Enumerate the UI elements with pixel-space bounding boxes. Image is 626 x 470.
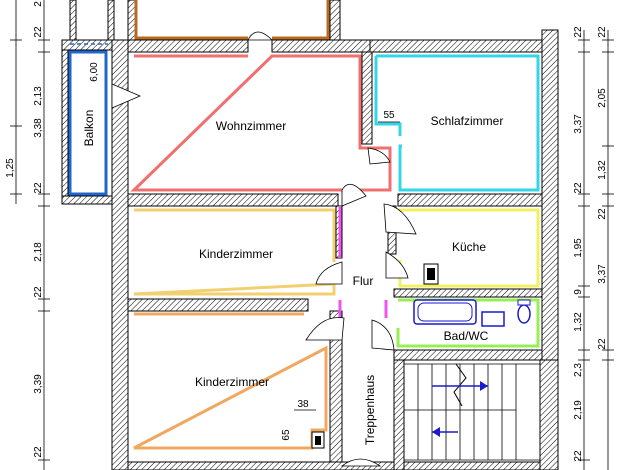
dimension-lines-right [578, 30, 614, 470]
door-swings [111, 31, 417, 467]
dim-right-4: 3,37 [573, 114, 584, 134]
label-flur: Flur [353, 274, 374, 288]
dim-right-13: 2,3 [573, 363, 584, 377]
inner-dimensions: 6,00 55 38 65 [89, 62, 400, 441]
walls [61, 0, 559, 470]
label-wohnzimmer: Wohnzimmer [216, 119, 286, 133]
dimension-texts-right: 22 22 2,05 3,37 1,32 22 22 1,95 3,37 9 1… [573, 26, 608, 462]
dimension-texts-left: 2 22 2,13 3,38 1,25 22 2,18 22 3,39 22 [5, 1, 44, 458]
dim-wall-65: 65 [281, 429, 292, 441]
dim-right-11: 1,32 [573, 312, 584, 332]
dim-left-7: 2,18 [33, 242, 44, 262]
top-room-outline [134, 0, 330, 40]
dim-balkon-length: 6,00 [89, 62, 100, 82]
dim-right-8: 1,95 [573, 238, 584, 258]
dim-left-1: 2 [33, 1, 44, 7]
bathtub [413, 299, 477, 325]
dim-right-15: 22 [573, 450, 584, 462]
dim-left-9: 3,39 [33, 374, 44, 394]
schlafzimmer-outline [374, 54, 540, 192]
dim-right-3: 2,05 [597, 88, 608, 108]
toilet [517, 304, 531, 324]
label-bad-wc: Bad/WC [444, 329, 489, 343]
dim-right-1: 22 [573, 26, 584, 38]
dim-right-10: 9 [573, 289, 584, 295]
bad-wc-outline [396, 298, 540, 348]
dim-right-9: 3,37 [597, 264, 608, 284]
flur-outline [338, 206, 388, 320]
dim-right-5: 1,32 [597, 160, 608, 180]
room-outlines [68, 0, 540, 450]
dim-left-8: 22 [33, 286, 44, 298]
kinderzimmer-1-outline [133, 208, 336, 296]
dim-left-10: 22 [33, 446, 44, 458]
label-balkon: Balkon [82, 110, 96, 147]
label-treppenhaus: Treppenhaus [363, 375, 377, 445]
wohnzimmer-outline [130, 54, 392, 192]
label-kinderzimmer-2: Kinderzimmer [195, 375, 269, 389]
balkon-outline [68, 50, 108, 196]
dim-right-7: 22 [597, 208, 608, 220]
staircase [404, 363, 540, 461]
dim-left-5: 1,25 [5, 158, 16, 178]
dim-left-6: 22 [33, 182, 44, 194]
dim-right-2: 22 [597, 26, 608, 38]
label-kueche: Küche [452, 240, 486, 254]
dim-left-3: 2,13 [33, 86, 44, 106]
dim-left-4: 3,38 [33, 118, 44, 138]
dim-left-2: 22 [33, 26, 44, 38]
label-schlafzimmer: Schlafzimmer [431, 114, 504, 128]
dim-right-12: 22 [597, 338, 608, 350]
dim-wall-38: 38 [297, 399, 309, 410]
dim-right-6: 22 [573, 182, 584, 194]
dim-right-14: 2,19 [573, 400, 584, 420]
dim-wall-55: 55 [383, 110, 395, 121]
sink [481, 311, 505, 327]
room-labels: Wohnzimmer Schlafzimmer Kinderzimmer Kin… [82, 110, 503, 445]
fixtures [311, 263, 531, 449]
dimension-lines-left [10, 0, 50, 470]
label-kinderzimmer-1: Kinderzimmer [199, 247, 273, 261]
